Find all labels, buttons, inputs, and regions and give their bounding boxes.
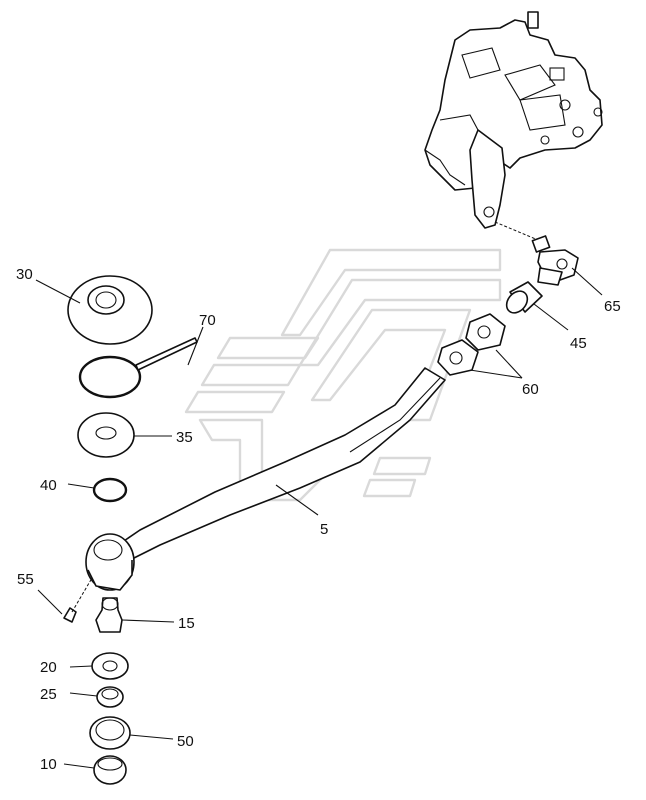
part-10-cap bbox=[93, 755, 127, 785]
part-55-mount-leader bbox=[71, 577, 93, 613]
part-65-ball-joint bbox=[531, 235, 579, 286]
callout-leaders bbox=[35, 267, 603, 769]
part-40-o-ring bbox=[92, 477, 128, 503]
callout-60: 60 bbox=[522, 381, 539, 398]
part-5-drag-link bbox=[85, 367, 446, 591]
part-15-ball-stud bbox=[95, 597, 123, 633]
callout-10: 10 bbox=[40, 756, 57, 773]
part-45-sleeve bbox=[505, 281, 543, 314]
part-25-nut bbox=[96, 686, 124, 708]
callout-20: 20 bbox=[40, 659, 57, 676]
part-35-washer bbox=[77, 412, 135, 458]
part-55-grease-nipple bbox=[63, 607, 77, 623]
callout-50: 50 bbox=[177, 733, 194, 750]
callout-45: 45 bbox=[570, 335, 587, 352]
callout-5: 5 bbox=[320, 521, 328, 538]
callout-40: 40 bbox=[40, 477, 57, 494]
callout-30: 30 bbox=[16, 266, 33, 283]
callout-55: 55 bbox=[17, 571, 34, 588]
part-50-seal bbox=[89, 716, 131, 750]
callout-65: 65 bbox=[604, 298, 621, 315]
steering-gear-box bbox=[424, 11, 603, 229]
part-60-clamps bbox=[437, 313, 506, 376]
callout-70: 70 bbox=[199, 312, 216, 329]
part-20-washer bbox=[91, 652, 129, 680]
callout-25: 25 bbox=[40, 686, 57, 703]
part-30-dust-boot bbox=[67, 275, 153, 345]
pitman-arm-leader bbox=[494, 221, 539, 241]
callout-35: 35 bbox=[176, 429, 193, 446]
callout-15: 15 bbox=[178, 615, 195, 632]
part-70-cable-tie bbox=[78, 337, 198, 399]
